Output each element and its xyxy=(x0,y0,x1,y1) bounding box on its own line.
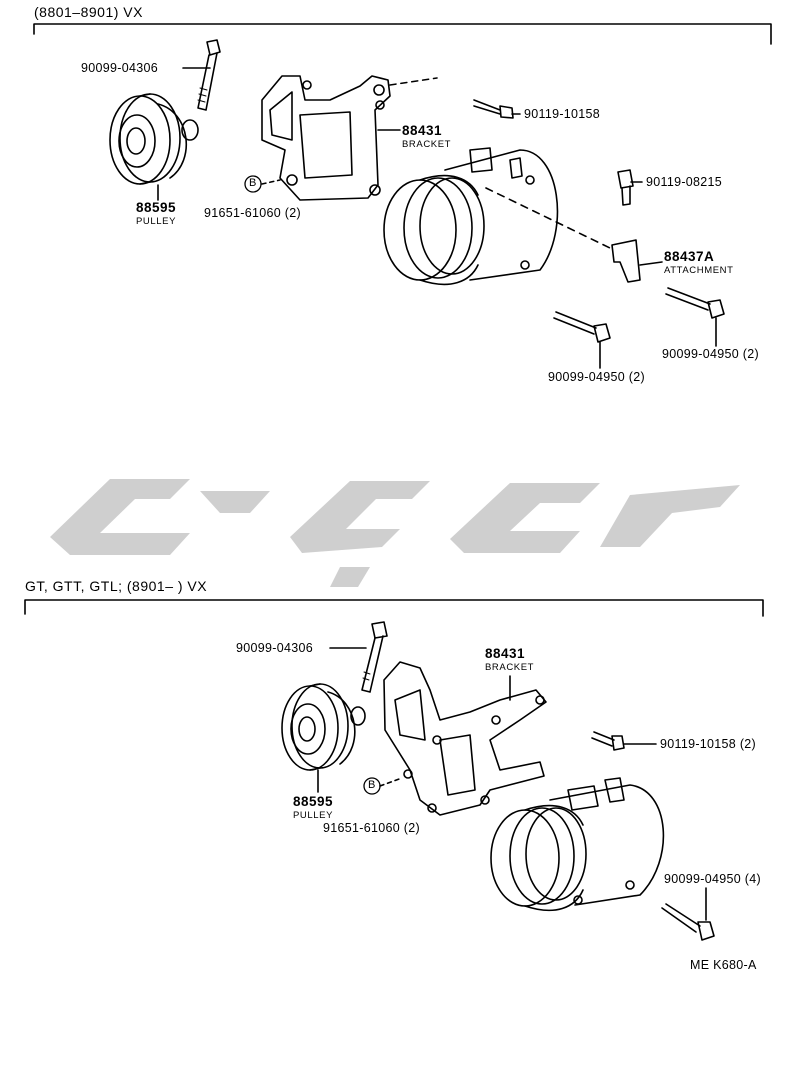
part-name-bracket: BRACKET xyxy=(485,662,535,673)
part-number-bolt: 90099-04950 (4) xyxy=(664,872,761,886)
section2-header: GT, GTT, GTL; (8901– ) VX xyxy=(25,578,208,594)
part-number-bolt: 90099-04306 xyxy=(236,641,313,655)
watermark-logo xyxy=(50,479,740,587)
part-number-bolt: 90119-08215 xyxy=(646,175,723,189)
part-number-nut: 91651-61060 (2) xyxy=(323,821,420,835)
bolt-icon xyxy=(197,39,221,111)
part-number-attachment: 88437A xyxy=(664,249,715,264)
bolt-icon xyxy=(617,169,634,206)
part-number-nut: 91651-61060 (2) xyxy=(204,206,301,220)
marker-b: B xyxy=(249,177,257,189)
part-name-bracket: BRACKET xyxy=(402,139,452,150)
part-number-pulley: 88595 xyxy=(293,794,334,809)
attachment-icon xyxy=(611,239,641,283)
compressor-icon xyxy=(383,147,559,286)
part-number-bolt: 90099-04306 xyxy=(81,61,158,75)
part-number-bolt: 90119-10158 xyxy=(524,107,601,121)
bolt-icon xyxy=(661,903,715,941)
bolt-icon xyxy=(473,99,514,119)
part-number-bracket: 88431 xyxy=(402,123,443,138)
bolt-icon xyxy=(591,731,625,751)
part-name-pulley: PULLEY xyxy=(293,810,334,821)
bracket-icon xyxy=(261,75,391,201)
part-number-bolt: 90099-04950 (2) xyxy=(662,347,759,361)
bolt-icon xyxy=(361,621,388,693)
section1-frame-line xyxy=(33,23,772,45)
compressor-icon xyxy=(490,777,665,912)
pulley-icon xyxy=(281,683,366,771)
part-name-attachment: ATTACHMENT xyxy=(664,265,734,276)
bolt-icon xyxy=(553,311,611,343)
part-number-bolt: 90099-04950 (2) xyxy=(548,370,645,384)
section2-frame-line xyxy=(24,599,764,617)
part-number-pulley: 88595 xyxy=(136,200,177,215)
section1-header: (8801–8901) VX xyxy=(34,4,143,20)
bolt-icon xyxy=(665,287,725,319)
part-number-bolt: 90119-10158 (2) xyxy=(660,737,757,751)
bracket-icon xyxy=(383,661,547,816)
pulley-icon xyxy=(109,93,199,185)
part-name-pulley: PULLEY xyxy=(136,216,177,227)
part-number-bracket: 88431 xyxy=(485,646,526,661)
marker-b: B xyxy=(368,779,376,791)
figure-code: ME K680-A xyxy=(690,958,757,972)
